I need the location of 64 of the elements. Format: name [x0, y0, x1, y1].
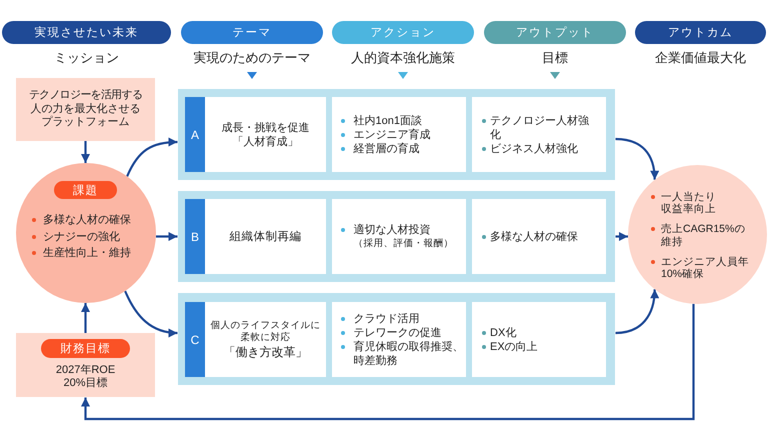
- theme-text: 「働き方改革」: [224, 344, 308, 360]
- list-item: EXの向上: [490, 340, 538, 354]
- arrow: [81, 141, 90, 163]
- theme-text: 個人のライフスタイルに柔軟に対応: [210, 320, 322, 344]
- list-item: 売上CAGR15%の維持: [661, 223, 746, 248]
- header-pill: テーマ: [181, 21, 323, 44]
- heading-pill: 財務目標: [41, 339, 130, 358]
- action-cell: [332, 199, 466, 274]
- output-cell: [472, 97, 606, 172]
- list-item: 一人当たり収益率向上: [661, 190, 717, 216]
- theme-text: 組織体制再編: [230, 230, 302, 244]
- list-item: 生産性向上・維持: [43, 246, 131, 260]
- note-text: （採用、評価・報酬）: [354, 237, 454, 250]
- list-item: 多様な人材の確保: [490, 230, 578, 244]
- row-tab: A: [185, 97, 205, 172]
- theme-text: 成長・挑戦を促進「人材育成」: [220, 120, 310, 148]
- row-band: [178, 293, 615, 385]
- list-item: テクノロジー人材強化: [490, 114, 590, 142]
- list-item: 適切な人材投資: [354, 223, 430, 237]
- list-item: 社内1on1面談: [354, 114, 422, 128]
- list-item: クラウド活用: [354, 312, 420, 326]
- goal-box: [16, 333, 155, 397]
- list-item: 育児休暇の取得推奨、時差勤務: [354, 340, 464, 368]
- row-band: [178, 191, 615, 282]
- row-tab: C: [185, 302, 205, 377]
- action-cell: [332, 97, 466, 172]
- theme-cell: [205, 199, 326, 274]
- outcome-circle: [628, 165, 767, 304]
- list-item: エンジニア育成: [354, 128, 430, 142]
- list-item: テレワークの促進: [354, 326, 442, 340]
- theme-cell: [205, 97, 326, 172]
- header-pill: アクション: [332, 21, 474, 44]
- row-tab: B: [185, 199, 205, 274]
- column-subtitle: 人的資本強化施策: [351, 49, 455, 67]
- arrow: [156, 232, 178, 241]
- header-pill: アウトプット: [484, 21, 626, 44]
- arrow: [81, 303, 90, 333]
- list-item: シナジーの強化: [43, 230, 120, 244]
- arrow: [124, 290, 178, 338]
- heading-pill: 課題: [54, 181, 117, 199]
- arrow: [81, 304, 695, 420]
- column-subtitle: 企業価値最大化: [655, 49, 746, 67]
- arrow: [126, 138, 178, 177]
- arrow: [615, 289, 659, 334]
- column-subtitle: 目標: [542, 49, 568, 67]
- issue-circle: [16, 163, 156, 303]
- header-pill: アウトカム: [635, 21, 766, 44]
- list-item: ビジネス人材強化: [490, 142, 578, 156]
- output-cell: [472, 302, 606, 377]
- theme-cell: [205, 302, 326, 377]
- column-subtitle: ミッション: [54, 49, 119, 67]
- mission-box: テクノロジーを活用する人の力を最大化させるプラットフォーム: [16, 78, 155, 141]
- arrow: [615, 138, 659, 180]
- list-item: 経営層の育成: [354, 142, 420, 156]
- list-item: 多様な人材の確保: [43, 213, 131, 227]
- header-pill: 実現させたい未来: [2, 21, 171, 44]
- column-subtitle: 実現のためのテーマ: [194, 49, 310, 67]
- list-item: DX化: [490, 326, 516, 340]
- row-band: [178, 89, 615, 180]
- action-cell: [332, 302, 466, 377]
- list-item: エンジニア人員年10%確保: [661, 256, 750, 280]
- goal-text: 2027年ROE 20%目標: [54, 364, 116, 389]
- output-cell: [472, 199, 606, 274]
- arrow: [616, 232, 628, 241]
